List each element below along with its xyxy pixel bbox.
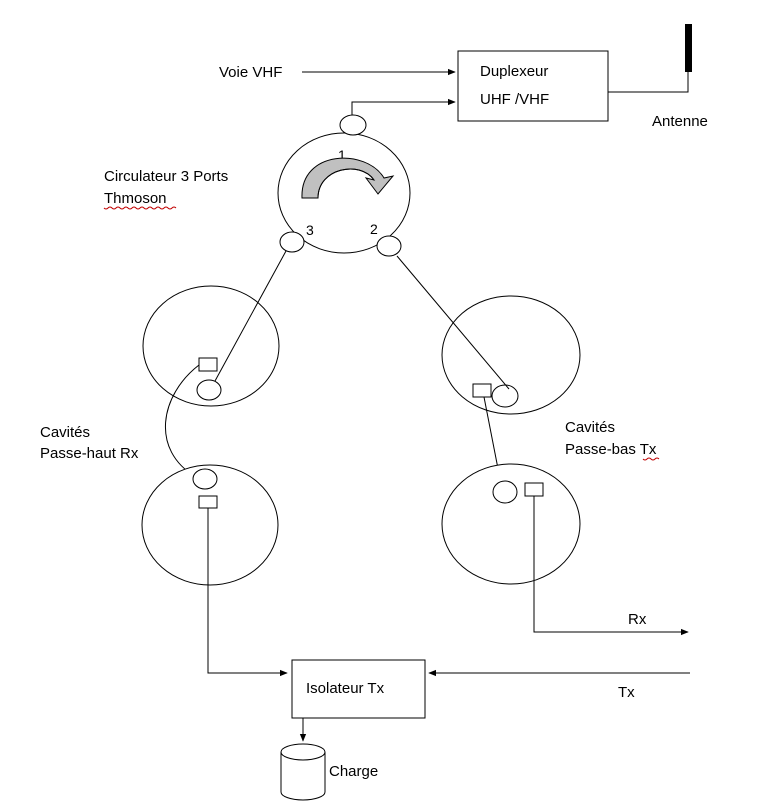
circulateur-port-3 <box>279 231 305 253</box>
port-3-number: 3 <box>306 222 314 238</box>
cavite-rx-lower-input <box>192 468 218 490</box>
port3-to-rx-cavity-line <box>214 250 287 382</box>
cavite-rx-upper-output <box>198 357 218 372</box>
charge-cylinder-top <box>280 743 326 761</box>
cavite-tx-upper-output <box>472 383 492 398</box>
cavite-rx-lower-output <box>198 495 218 509</box>
cavites-tx-label-line1: Cavités <box>565 419 615 436</box>
antenna-icon <box>685 24 692 72</box>
cavite-tx-upper-input <box>491 384 519 408</box>
isolateur-label: Isolateur Tx <box>306 680 385 697</box>
cavites-rx-label-line2: Passe-haut Rx <box>40 445 139 462</box>
charge-cylinder-body <box>280 752 326 801</box>
cavity-to-isolateur-arrow <box>207 508 288 677</box>
duplexeur-box <box>457 50 609 122</box>
spellcheck-underline-tx <box>642 457 660 461</box>
rx-label: Rx <box>628 611 647 628</box>
duplexeur-label-line2: UHF /VHF <box>480 91 549 108</box>
antenne-label: Antenne <box>652 113 708 130</box>
spellcheck-underline <box>103 206 177 210</box>
circulateur-port-2 <box>376 235 402 257</box>
cavites-rx-label-line1: Cavités <box>40 424 90 441</box>
isolateur-box <box>291 659 426 719</box>
cavite-rx-upper <box>142 285 280 407</box>
circulateur-to-duplexeur-arrow <box>351 98 456 116</box>
cavite-rx-upper-input <box>196 379 222 401</box>
cavite-tx-lower <box>441 463 581 585</box>
circulateur-label-line1: Circulateur 3 Ports <box>104 168 228 185</box>
cavite-rx-lower <box>141 464 279 586</box>
rx-output-arrow <box>533 496 689 636</box>
port2-to-tx-cavity-line <box>396 255 510 390</box>
port-2-number: 2 <box>370 221 378 237</box>
charge-label: Charge <box>329 763 378 780</box>
cavite-tx-lower-output <box>524 482 544 497</box>
circulateur <box>277 132 411 254</box>
cavites-tx-label-line2: Passe-bas Tx <box>565 441 657 458</box>
tx-label: Tx <box>618 684 635 701</box>
cavite-tx-lower-input <box>492 480 518 504</box>
port-1-number: 1 <box>338 147 346 163</box>
circulateur-label-line2: Thmoson <box>104 190 167 207</box>
antenna-feed-line <box>608 72 689 93</box>
rx-cavity-coupling-line <box>164 364 200 478</box>
circulateur-port-1 <box>339 114 367 136</box>
duplexeur-label-line1: Duplexeur <box>480 63 548 80</box>
voie-vhf-label: Voie VHF <box>219 64 282 81</box>
